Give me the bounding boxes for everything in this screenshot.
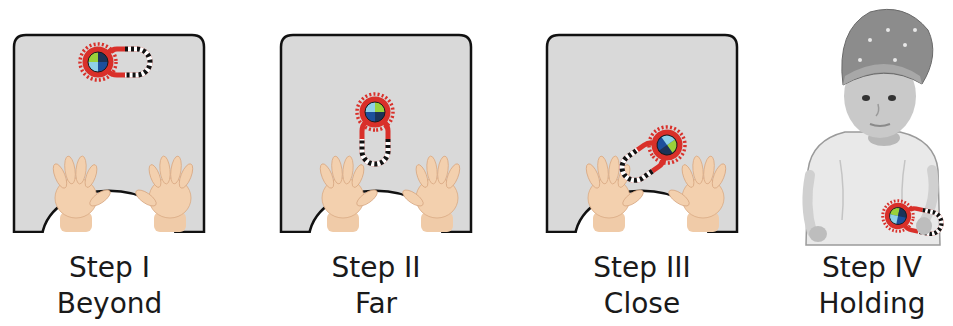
step-panel: Step IBeyond xyxy=(10,35,209,250)
panel-beyond xyxy=(12,35,206,239)
right-hand xyxy=(400,155,462,232)
right-hand xyxy=(666,155,728,232)
step-number: Step I xyxy=(10,250,209,286)
step-label: Far xyxy=(277,286,475,322)
right-hand xyxy=(133,155,195,232)
rattle-toy xyxy=(614,120,692,190)
panel-far xyxy=(279,35,473,239)
photo-panel: Step IVHolding xyxy=(793,5,951,250)
table-panel xyxy=(12,35,206,239)
step-caption: Step IBeyond xyxy=(10,250,209,322)
step-label: Holding xyxy=(793,286,951,322)
table-panel xyxy=(279,35,473,239)
left-hand xyxy=(317,155,379,232)
rattle-toy xyxy=(80,44,150,80)
rattle-toy xyxy=(357,94,393,164)
step-caption: Step IIIClose xyxy=(543,250,741,322)
panel-close xyxy=(545,35,739,239)
left-hand xyxy=(50,155,112,232)
baby-photo xyxy=(806,9,944,245)
step-number: Step III xyxy=(543,250,741,286)
step-caption: Step IIFar xyxy=(277,250,475,322)
step-panel: Step IIIClose xyxy=(543,35,741,250)
table-panel xyxy=(545,35,739,239)
step-number: Step IV xyxy=(793,250,951,286)
step-label: Close xyxy=(543,286,741,322)
left-hand xyxy=(583,155,645,232)
step-caption: Step IVHolding xyxy=(793,250,951,322)
step-label: Beyond xyxy=(10,286,209,322)
step-panel: Step IIFar xyxy=(277,35,475,250)
rattle-toy xyxy=(880,198,945,240)
step-number: Step II xyxy=(277,250,475,286)
